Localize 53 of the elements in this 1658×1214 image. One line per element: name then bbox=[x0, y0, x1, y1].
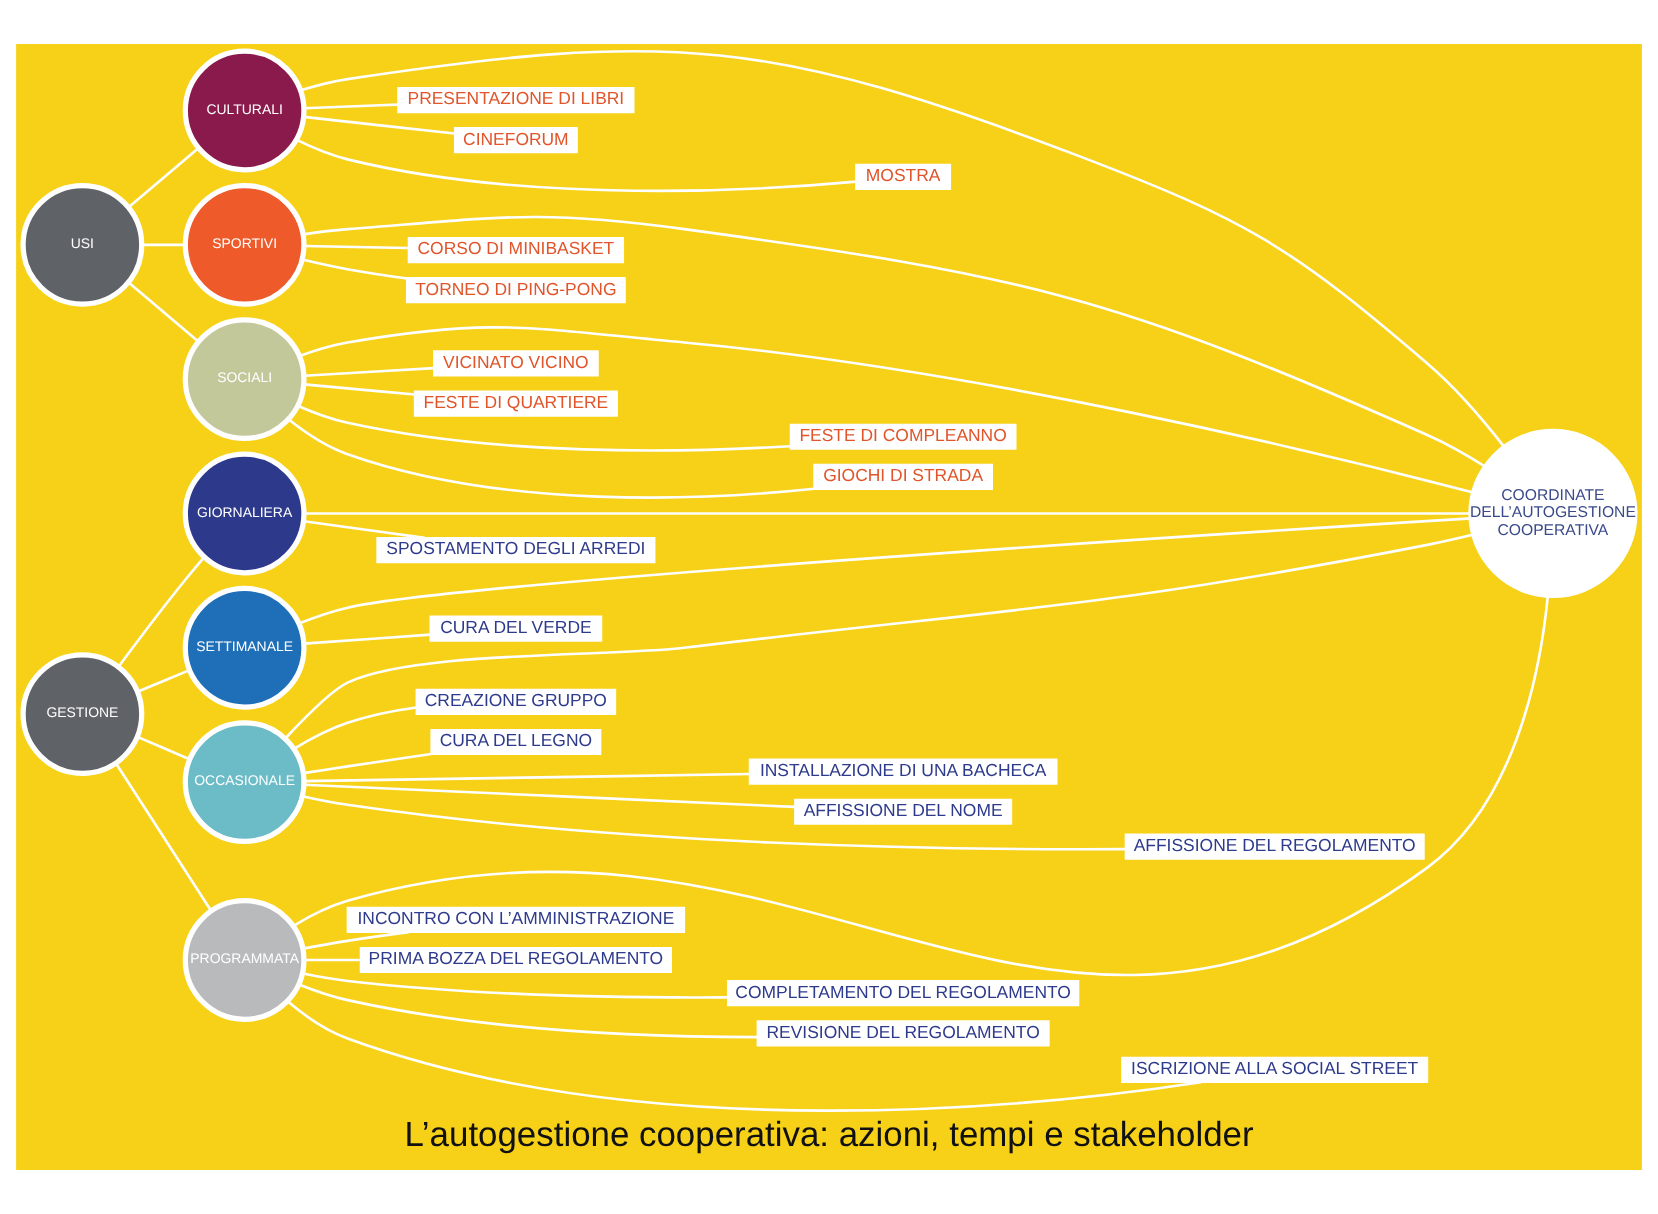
connector bbox=[302, 258, 407, 280]
connector bbox=[114, 762, 213, 912]
connector bbox=[295, 138, 857, 193]
caption: L’autogestione cooperativa: azioni, tempi e stakeholder bbox=[404, 1113, 1254, 1154]
node-box: ISCRIZIONE ALLA SOCIAL STREET bbox=[1121, 1056, 1429, 1083]
connector bbox=[303, 215, 1486, 468]
node-box: FESTE DI COMPLEANNO bbox=[789, 423, 1017, 450]
node-box: COMPLETAMENTO DEL REGOLAMENTO bbox=[726, 980, 1080, 1007]
connector bbox=[297, 404, 791, 452]
connector bbox=[303, 783, 795, 809]
connector bbox=[303, 383, 415, 396]
connector bbox=[128, 281, 200, 343]
connector bbox=[117, 556, 206, 668]
node-box: CINEFORUM bbox=[453, 127, 578, 154]
connector bbox=[304, 366, 434, 378]
node-box: AFFISSIONE DEL NOME bbox=[794, 798, 1013, 825]
node-box: CREAZIONE GRUPPO bbox=[415, 688, 617, 715]
connector bbox=[303, 115, 455, 135]
node-circle: COORDINATE DELL’AUTOGESTIONE COOPERATIVA bbox=[1468, 428, 1638, 599]
node-box: MOSTRA bbox=[855, 163, 952, 190]
node-box: VICINATO VICINO bbox=[433, 350, 599, 377]
connector bbox=[141, 243, 185, 247]
connector bbox=[303, 633, 431, 645]
node-box: GIOCHI DI STRADA bbox=[813, 463, 993, 490]
node-box: CURA DEL LEGNO bbox=[430, 728, 602, 756]
connector bbox=[304, 958, 361, 962]
connector bbox=[298, 983, 758, 1039]
connector bbox=[136, 668, 190, 693]
node-box: TORNEO DI PING-PONG bbox=[406, 277, 626, 304]
connector bbox=[286, 1000, 1202, 1112]
connector bbox=[128, 147, 200, 208]
connector bbox=[288, 418, 815, 499]
connector bbox=[303, 752, 432, 775]
node-box: SPOSTAMENTO DEGLI ARREDI bbox=[376, 537, 656, 564]
connector bbox=[304, 103, 398, 110]
node-box: INCONTRO CON L’AMMINISTRAZIONE bbox=[346, 906, 686, 933]
node-box: PRESENTAZIONE DI LIBRI bbox=[397, 86, 635, 114]
node-box: REVISIONE DEL REGOLAMENTO bbox=[756, 1020, 1050, 1047]
connector bbox=[302, 972, 728, 999]
connector bbox=[303, 520, 425, 540]
node-box: AFFISSIONE DEL REGOLAMENTO bbox=[1124, 833, 1425, 860]
connector bbox=[293, 706, 417, 751]
node-box: CURA DEL VERDE bbox=[429, 615, 603, 642]
connector bbox=[304, 772, 750, 783]
connector bbox=[302, 930, 409, 950]
connector bbox=[136, 735, 190, 761]
node-box: CORSO DI MINIBASKET bbox=[407, 237, 625, 264]
connector bbox=[304, 244, 409, 250]
node-box: FESTE DI QUARTIERE bbox=[413, 390, 618, 417]
connector bbox=[298, 517, 1471, 625]
node-box: INSTALLAZIONE DI UNA BACHECA bbox=[748, 758, 1058, 785]
connector bbox=[304, 512, 1471, 515]
node-box: PRIMA BOZZA DEL REGOLAMENTO bbox=[359, 946, 672, 974]
